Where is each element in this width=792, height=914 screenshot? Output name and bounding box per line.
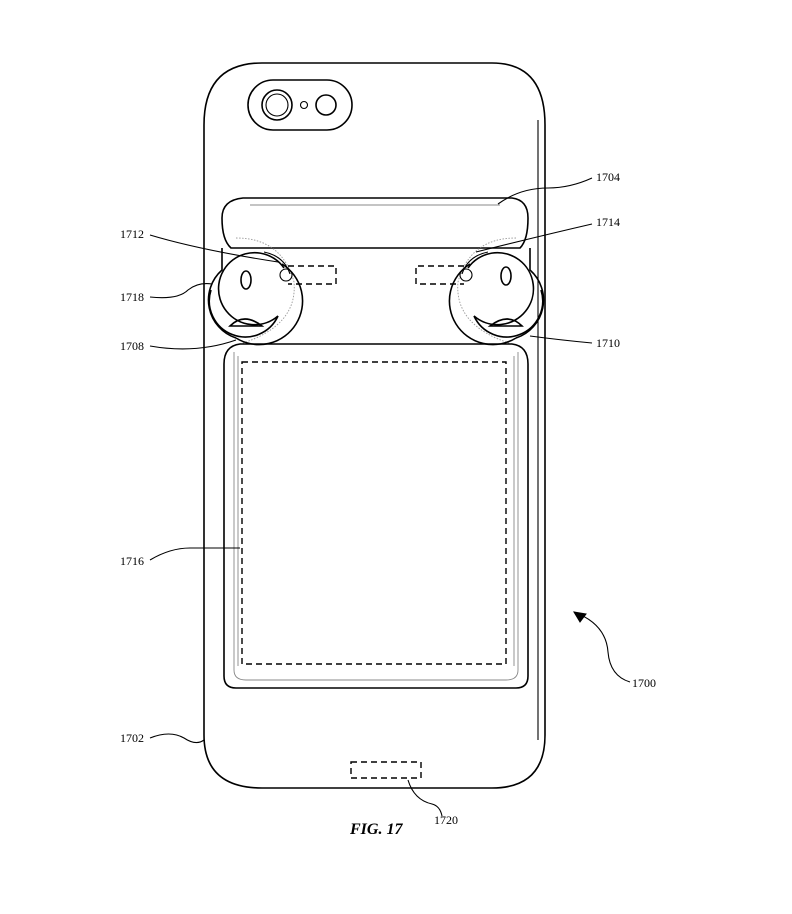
label-1710: 1710 [596, 336, 620, 350]
label-1718: 1718 [120, 290, 144, 304]
left-earbud [208, 251, 337, 338]
case-outer-outline [203, 62, 546, 789]
label-1700: 1700 [632, 676, 656, 690]
leader-lines [149, 177, 631, 817]
label-1708: 1708 [120, 339, 144, 353]
camera-module [247, 79, 353, 131]
lower-compartment-inner-edge [233, 352, 519, 681]
figure-caption: FIG. 17 [349, 821, 403, 838]
hidden-pocket-dashed [241, 361, 507, 665]
label-1702: 1702 [120, 731, 144, 745]
bottom-port-dashed [350, 761, 422, 779]
label-1712: 1712 [120, 227, 144, 241]
lower-compartment-panel [223, 343, 529, 689]
label-1716: 1716 [120, 554, 144, 568]
label-1704: 1704 [596, 170, 620, 184]
right-earbud [415, 251, 544, 338]
upper-cover-panel [221, 197, 529, 249]
label-1720: 1720 [434, 813, 458, 827]
label-1714: 1714 [596, 215, 620, 229]
lower-compartment-inner-edge-2 [237, 356, 515, 666]
